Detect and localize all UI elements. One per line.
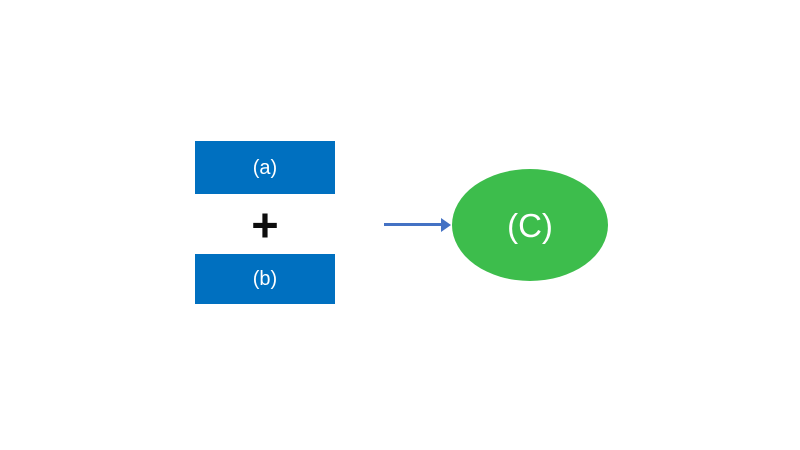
ellipse-c: (C) [452,169,608,281]
right-arrow [384,218,451,232]
arrow-head-icon [441,218,451,232]
box-b-label: (b) [252,268,278,290]
arrow-shaft [384,223,443,226]
box-a-label: (a) [252,156,278,179]
box-a: (a) [195,141,335,194]
ellipse-c-label: (C) [507,206,553,244]
box-b: (b) [195,254,335,304]
plus-sign: + [251,197,279,251]
